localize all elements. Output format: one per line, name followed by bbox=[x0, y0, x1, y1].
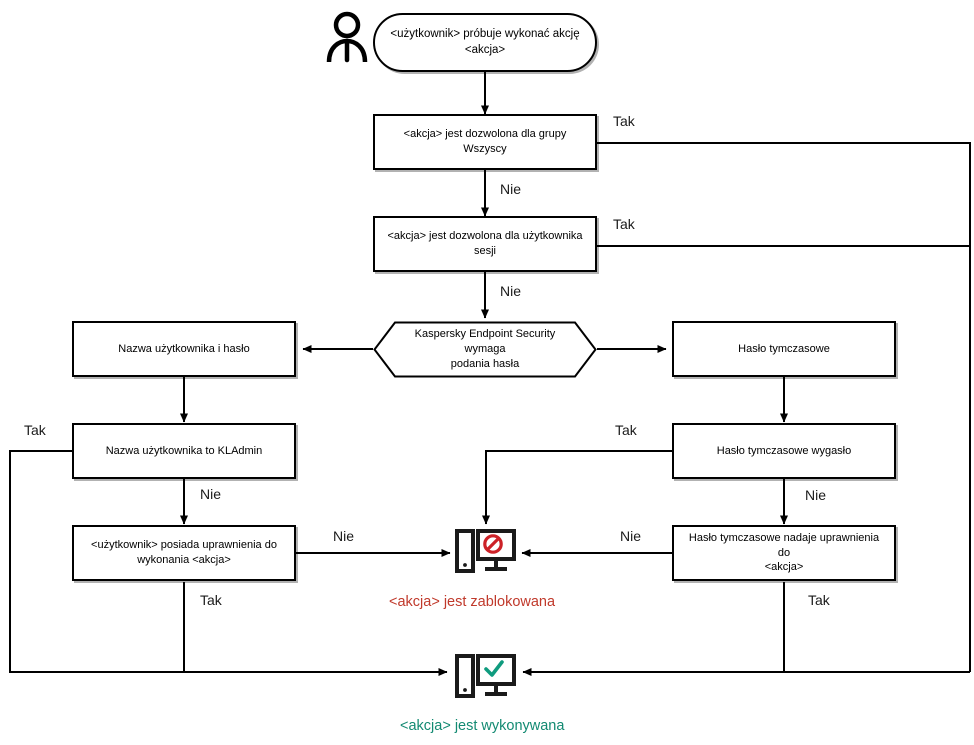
node-temporary-password-label: Hasło tymczasowe bbox=[738, 342, 830, 355]
start-node: <użytkownik> próbuje wykonać akcję <akcj… bbox=[373, 13, 597, 72]
edge-label-kladmin-yes: Tak bbox=[24, 422, 46, 438]
decision-temporary-password-grants-label: Hasło tymczasowe nadaje uprawnienia do<a… bbox=[688, 531, 880, 574]
edge-label-everyone-no: Nie bbox=[500, 181, 522, 197]
edge-kladmin-yes bbox=[9, 450, 448, 676]
node-temporary-password: Hasło tymczasowe bbox=[672, 321, 896, 377]
start-node-label: <użytkownik> próbuje wykonać akcję <akcj… bbox=[390, 27, 580, 56]
decision-temporary-password-expired: Hasło tymczasowe wygasło bbox=[672, 423, 896, 479]
node-username-and-password-label: Nazwa użytkownika i hasło bbox=[118, 342, 250, 355]
allowed-caption: <akcja> jest wykonywana bbox=[400, 718, 565, 734]
edge-label-everyone-yes: Tak bbox=[613, 113, 635, 129]
edge-label-permission-no: Nie bbox=[333, 528, 355, 544]
edge-label-session-yes: Tak bbox=[613, 216, 635, 232]
decision-allowed-for-everyone: <akcja> jest dozwolona dla grupy Wszyscy bbox=[373, 114, 597, 170]
decision-temporary-password-expired-label: Hasło tymczasowe wygasło bbox=[716, 444, 852, 457]
decision-username-is-kladmin-label: Nazwa użytkownika to KLAdmin bbox=[105, 444, 263, 457]
edge-label-expired-no: Nie bbox=[805, 487, 827, 503]
blocked-caption: <akcja> jest zablokowana bbox=[389, 594, 556, 610]
edge-label-kladmin-no: Nie bbox=[200, 486, 222, 502]
decision-temporary-password-grants: Hasło tymczasowe nadaje uprawnienia do<a… bbox=[672, 525, 896, 581]
computer-blocked-icon bbox=[455, 527, 517, 579]
person-icon bbox=[325, 10, 369, 66]
node-username-and-password: Nazwa użytkownika i hasło bbox=[72, 321, 296, 377]
edge-expired-yes bbox=[482, 450, 672, 525]
edge-label-permission-yes: Tak bbox=[200, 592, 222, 608]
edge-label-grants-no: Nie bbox=[620, 528, 642, 544]
edge-everyone-yes bbox=[597, 142, 971, 672]
computer-allowed-icon bbox=[455, 652, 517, 704]
edge-label-grants-yes: Tak bbox=[808, 592, 830, 608]
edge-label-expired-yes: Tak bbox=[615, 422, 637, 438]
decision-allowed-for-everyone-label: <akcja> jest dozwolona dla grupy Wszyscy bbox=[403, 128, 567, 155]
decision-username-is-kladmin: Nazwa użytkownika to KLAdmin bbox=[72, 423, 296, 479]
edge-label-session-no: Nie bbox=[500, 283, 522, 299]
